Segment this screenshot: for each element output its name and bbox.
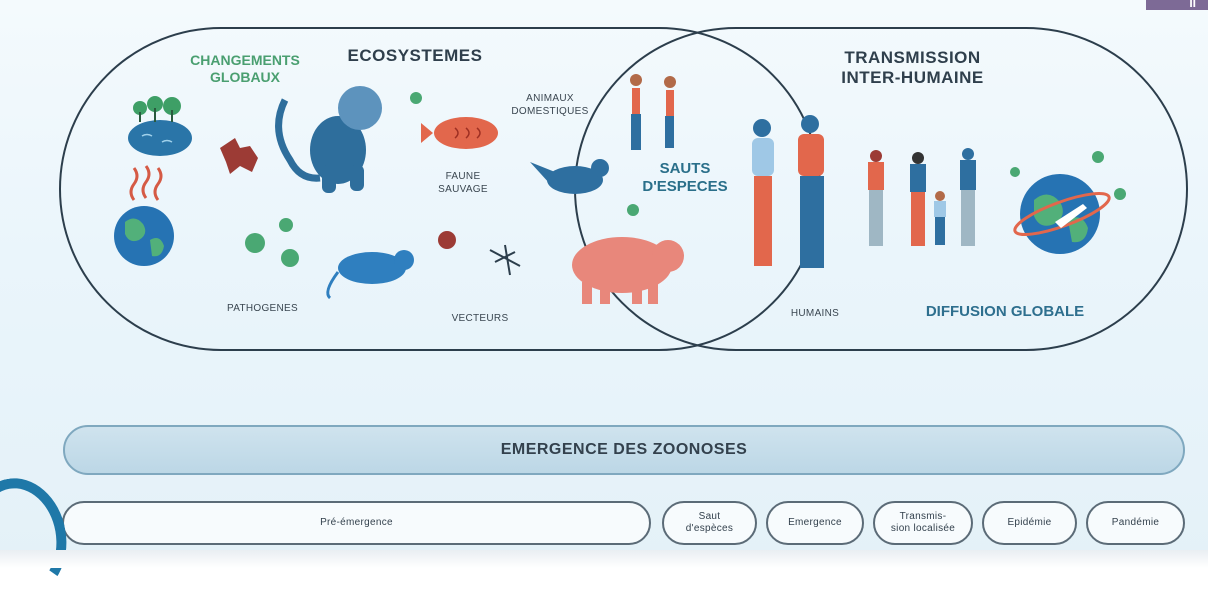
phase-transmission-label: Transmis- sion localisée <box>890 511 956 534</box>
humains-label: HUMAINS <box>790 308 840 319</box>
transmission-label: TRANSMISSION INTER-HUMAINE <box>841 48 984 87</box>
changements-label: CHANGEMENTS GLOBAUX <box>190 52 300 85</box>
phase-saut-label: Saut d'espèces <box>685 511 734 534</box>
bat-icon <box>220 138 258 174</box>
phase-epidemie-label: Epidémie <box>1007 517 1052 528</box>
venn-diagram <box>59 27 1188 351</box>
tick-icon <box>438 231 456 249</box>
phase-pre-emergence: Pré-émergence <box>62 501 651 545</box>
phase-emergence: Emergence <box>766 501 864 545</box>
phase-pre-emergence-label: Pré-émergence <box>320 517 393 528</box>
animaux-label: ANIMAUX DOMESTIQUES <box>511 93 589 117</box>
phase-epidemie: Epidémie <box>982 501 1077 545</box>
phase-saut: Saut d'espèces <box>662 501 757 545</box>
rat-icon <box>326 250 414 300</box>
bottom-shadow <box>0 550 1208 568</box>
bird-icon <box>530 159 609 194</box>
phase-pandemie-label: Pandémie <box>1111 517 1160 528</box>
pathogens-icon <box>245 92 1126 267</box>
pig-icon <box>572 237 684 304</box>
humans-large-icon <box>752 115 824 268</box>
corner-tab: II <box>1146 0 1208 10</box>
phase-transmission: Transmis- sion localisée <box>873 501 973 545</box>
emergence-label: EMERGENCE DES ZOONOSES <box>500 441 748 458</box>
ecosystemes-label: ECOSYSTEMES <box>347 46 483 65</box>
fish-icon <box>421 117 498 149</box>
globe-heat-icon <box>114 165 174 266</box>
pond-trees-icon <box>128 96 192 156</box>
vecteurs-label: VECTEURS <box>451 313 509 324</box>
mosquito-icon <box>489 244 521 276</box>
family-icon <box>868 148 976 246</box>
emergence-bar: EMERGENCE DES ZOONOSES <box>63 425 1185 475</box>
phase-emergence-label: Emergence <box>788 517 842 528</box>
corner-tab-label: II <box>1189 0 1196 10</box>
diffusion-label: DIFFUSION GLOBALE <box>925 303 1085 320</box>
pathogenes-label: PATHOGENES <box>227 303 298 314</box>
monkey-icon <box>275 86 382 193</box>
phase-pandemie: Pandémie <box>1086 501 1185 545</box>
humans-small-icon <box>630 74 676 150</box>
sauts-label: SAUTS D'ESPECES <box>642 160 728 195</box>
globe-plane-icon <box>1013 174 1111 254</box>
faune-label: FAUNE SAUVAGE <box>438 171 488 195</box>
